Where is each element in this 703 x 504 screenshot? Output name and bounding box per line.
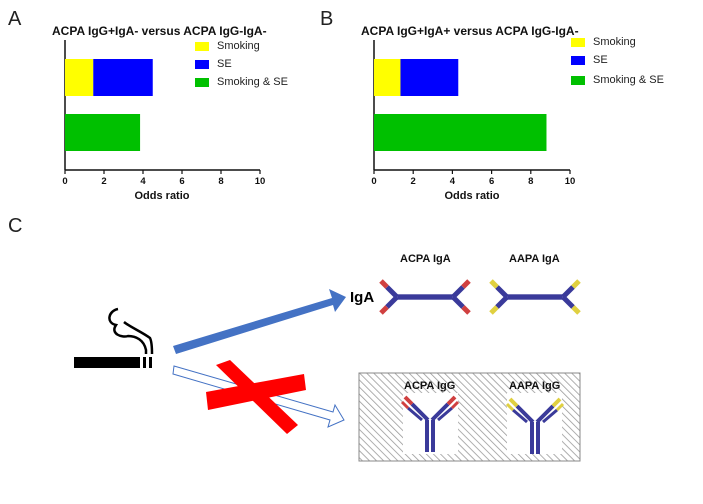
legend-swatch xyxy=(571,37,585,47)
bar-smoking xyxy=(374,59,401,96)
arrow-to-iga xyxy=(173,289,346,354)
legend-label: Smoking & SE xyxy=(593,74,664,86)
legend-swatch xyxy=(195,59,209,69)
legend-label: SE xyxy=(593,54,608,66)
x-tick-label: 8 xyxy=(218,176,224,187)
x-tick-label: 10 xyxy=(564,176,576,187)
x-tick-label: 8 xyxy=(528,176,534,187)
legend-label: Smoking & SE xyxy=(217,76,288,88)
acpa-igg-label: ACPA IgG xyxy=(404,380,456,392)
chart-a: ACPA IgG+IgA- versus ACPA IgG-IgA- Smoki… xyxy=(0,0,320,210)
legend-item-smoking: Smoking xyxy=(571,36,636,48)
legend-label: Smoking xyxy=(217,40,260,52)
chart-b-plot xyxy=(373,40,571,174)
x-tick-label: 2 xyxy=(101,176,107,187)
panel-label-a: A xyxy=(8,8,22,30)
legend-swatch xyxy=(195,77,209,87)
legend-swatch xyxy=(571,75,585,85)
iga-label: IgA xyxy=(350,289,375,306)
chart-title: ACPA IgG+IgA+ versus ACPA IgG-IgA- xyxy=(361,24,579,38)
aapa-iga-label: AAPA IgA xyxy=(509,253,560,265)
aapa-igg-label: AAPA IgG xyxy=(509,380,561,392)
panel-label-b: B xyxy=(320,8,334,30)
acpa-iga-antibody-icon xyxy=(379,279,471,315)
cigarette-icon xyxy=(74,307,154,368)
legend-label: SE xyxy=(217,58,232,70)
legend-item-smoking: Smoking xyxy=(195,40,260,52)
aapa-igg-antibody-icon xyxy=(505,397,565,454)
x-tick-label: 0 xyxy=(62,176,68,187)
x-tick-label: 0 xyxy=(371,176,377,187)
chart-b: ACPA IgG+IgA+ versus ACPA IgG-IgA- Smoki… xyxy=(0,0,703,210)
x-tick-label: 2 xyxy=(410,176,416,187)
chart-a-plot xyxy=(64,40,261,174)
chart-title: ACPA IgG+IgA- versus ACPA IgG-IgA- xyxy=(52,24,267,38)
legend-item-smoking-se: Smoking & SE xyxy=(195,76,288,88)
aapa-iga-antibody-icon xyxy=(489,279,581,315)
legend-swatch xyxy=(571,55,585,65)
x-tick-label: 10 xyxy=(254,176,266,187)
bar-smoking-se xyxy=(65,114,141,151)
bar-smoking xyxy=(65,59,94,96)
legend-item-se: SE xyxy=(195,58,232,70)
x-axis-label: Odds ratio xyxy=(444,190,500,202)
x-tick-label: 4 xyxy=(449,176,456,187)
acpa-igg-antibody-icon xyxy=(400,395,460,452)
legend-item-smoking-se: Smoking & SE xyxy=(571,74,664,86)
x-tick-label: 6 xyxy=(179,176,185,187)
bar-se xyxy=(400,59,459,96)
panel-label-c: C xyxy=(8,215,23,237)
legend-label: Smoking xyxy=(593,36,636,48)
cross-icon xyxy=(206,360,306,434)
x-axis-label: Odds ratio xyxy=(134,190,190,202)
legend-item-se: SE xyxy=(571,54,608,66)
bar-smoking-se xyxy=(374,114,547,151)
acpa-iga-label: ACPA IgA xyxy=(400,253,451,265)
x-tick-label: 4 xyxy=(140,176,146,187)
legend-swatch xyxy=(195,41,209,51)
bar-se xyxy=(93,59,153,96)
x-tick-label: 6 xyxy=(488,176,495,187)
